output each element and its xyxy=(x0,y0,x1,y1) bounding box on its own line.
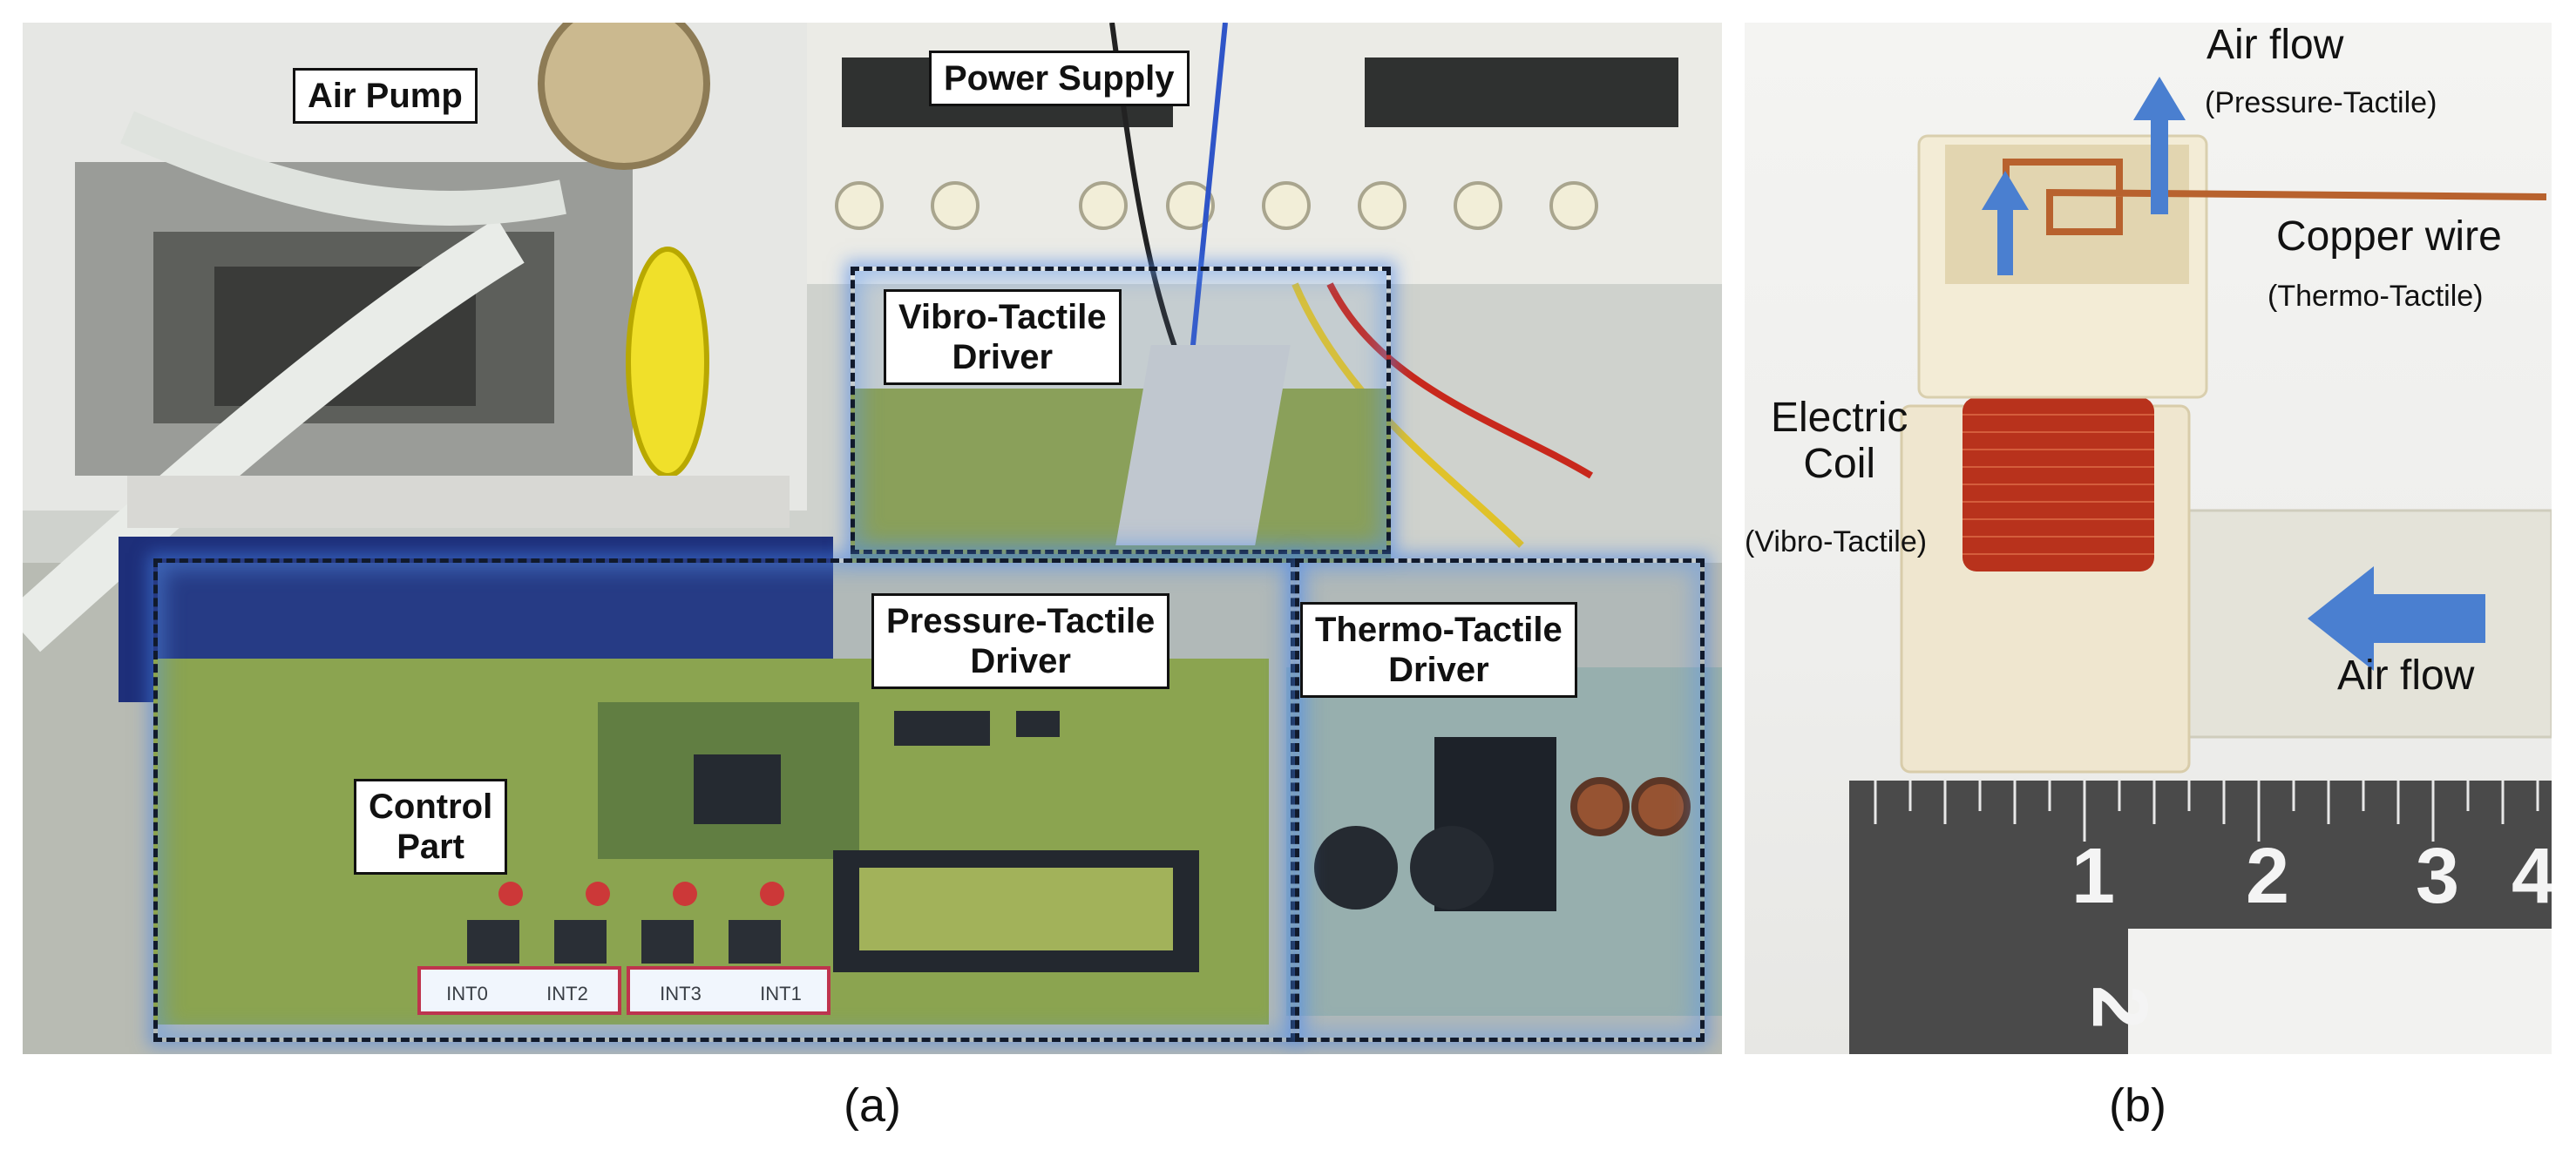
ruler-number-side: 2 xyxy=(2076,985,2163,1029)
label-copper-wire-sub: (Thermo-Tactile) xyxy=(2268,280,2484,313)
caption-a: (a) xyxy=(844,1079,901,1132)
air-pump-device xyxy=(23,23,807,653)
label-electric-coil-sub: (Vibro-Tactile) xyxy=(1745,525,1928,558)
ruler-number-2: 2 xyxy=(2246,833,2289,920)
region-control-pressure xyxy=(153,558,1295,1042)
thermo-board xyxy=(1286,667,1722,1016)
pcb-tag-int0: INT0 xyxy=(446,983,488,1004)
ruler-number-4: 4 xyxy=(2512,833,2552,920)
panel-a-photo: INT0 INT2 INT3 INT1 Air Pump Power Suppl… xyxy=(23,23,1722,1054)
panel-b-scene: 1 2 3 4 2 xyxy=(1849,77,2552,1054)
caption-b: (b) xyxy=(2109,1079,2166,1132)
ruler-number-3: 3 xyxy=(2416,833,2459,920)
pcb-tag-int1: INT1 xyxy=(760,983,802,1004)
label-power-supply: Power Supply xyxy=(929,51,1190,106)
control-board xyxy=(153,659,1269,1025)
ruler-number-1: 1 xyxy=(2071,833,2115,920)
label-electric-coil: Electric Coil xyxy=(1771,395,1908,487)
vibro-board xyxy=(851,345,1391,563)
label-copper-wire: Copper wire xyxy=(2276,213,2502,260)
pcb-tag-int2: INT2 xyxy=(546,983,588,1004)
label-air-pump: Air Pump xyxy=(293,68,478,124)
label-pressure-tactile-driver: Pressure-Tactile Driver xyxy=(871,593,1170,689)
label-air-flow-top: Air flow xyxy=(2207,23,2344,68)
label-thermo-tactile-driver: Thermo-Tactile Driver xyxy=(1300,602,1577,698)
pcb-tags: INT0 INT2 INT3 INT1 xyxy=(417,966,830,1015)
arrow-air-flow-up-small xyxy=(1982,171,2029,275)
arrow-air-flow-up xyxy=(2133,77,2186,214)
label-vibro-tactile-driver: Vibro-Tactile Driver xyxy=(884,289,1122,385)
panel-b-photo: 1 2 3 4 2 Air flow (Pressure-Tactile) Co… xyxy=(1745,23,2552,1054)
arrow-air-flow-left xyxy=(2308,566,2485,671)
label-control-part: Control Part xyxy=(354,779,508,875)
power-supply-device xyxy=(807,23,1722,284)
label-air-flow-top-sub: (Pressure-Tactile) xyxy=(2205,86,2437,119)
pcb-tag-int3: INT3 xyxy=(660,983,702,1004)
label-air-flow-side: Air flow xyxy=(2337,653,2475,699)
